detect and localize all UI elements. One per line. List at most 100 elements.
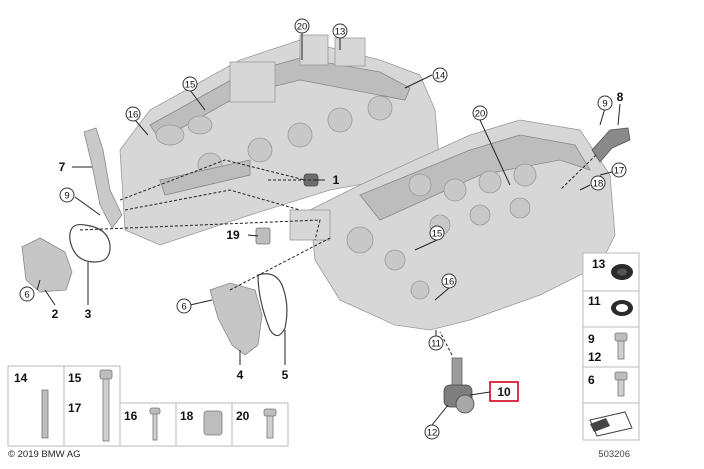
callout-2[interactable]: 2 — [52, 307, 59, 321]
legend-label: 11 — [588, 294, 601, 308]
legend-item-16[interactable]: 16 — [124, 407, 161, 441]
callout-15-right[interactable]: 15 — [429, 225, 445, 241]
callout-6-left[interactable]: 6 — [19, 286, 35, 302]
callout-label: 1 — [333, 173, 340, 187]
highlight-box — [489, 381, 519, 402]
actuator-part[interactable] — [443, 357, 475, 414]
callout-label: 4 — [237, 368, 244, 382]
o-ring-hole — [616, 304, 628, 312]
bolt-head-icon — [614, 371, 628, 381]
gasket-seal-2[interactable] — [257, 273, 288, 337]
bolt-shank-icon — [152, 413, 158, 441]
callout-label: 15 — [432, 229, 443, 240]
callout-9-left[interactable]: 9 — [59, 187, 75, 203]
callout-3[interactable]: 3 — [85, 307, 92, 321]
bolt-head-icon — [149, 407, 161, 415]
callout-19[interactable]: 19 — [226, 228, 240, 242]
callout-7[interactable]: 7 — [59, 160, 66, 174]
legend-item-6[interactable]: 6 — [588, 371, 628, 397]
callout-label: 13 — [335, 27, 346, 38]
legend-item-9-12[interactable]: 9 12 — [588, 332, 628, 364]
sleeve-part[interactable] — [255, 227, 271, 245]
gasket-seal[interactable] — [69, 223, 111, 263]
legend-label: 18 — [180, 409, 194, 423]
legend-item-14[interactable]: 14 — [14, 371, 49, 439]
bracket-part-2[interactable] — [591, 127, 631, 163]
callout-20-top[interactable]: 20 — [294, 18, 310, 34]
sleeve-icon — [203, 410, 223, 436]
callout-16-left[interactable]: 16 — [125, 106, 141, 122]
legend-item-13[interactable]: 13 — [592, 257, 633, 280]
callout-20-right[interactable]: 20 — [472, 105, 488, 121]
callout-11[interactable]: 11 — [428, 335, 444, 351]
callout-label: 20 — [297, 22, 308, 33]
callout-label: 15 — [185, 80, 196, 91]
callout-label: 12 — [427, 428, 438, 439]
callout-label: 6 — [181, 302, 186, 313]
callout-9-right[interactable]: 9 — [597, 95, 613, 111]
legend-label: 16 — [124, 409, 138, 423]
callout-label: 7 — [59, 160, 66, 174]
legend-label: 9 — [588, 332, 595, 346]
legend-label: 20 — [236, 409, 250, 423]
callout-label: 9 — [64, 191, 69, 202]
callout-label: 16 — [128, 110, 139, 121]
legend-label: 17 — [68, 401, 82, 415]
callout-label: 17 — [614, 166, 625, 177]
callout-12[interactable]: 12 — [424, 424, 440, 440]
callout-label: 5 — [282, 368, 289, 382]
callout-label: 16 — [444, 277, 455, 288]
callout-label: 14 — [435, 71, 446, 82]
callout-1[interactable]: 1 — [333, 173, 340, 187]
legend-item-15-17[interactable]: 15 17 — [68, 369, 113, 442]
callout-13-top[interactable]: 13 — [332, 23, 348, 39]
callout-16-right[interactable]: 16 — [441, 273, 457, 289]
callout-label: 9 — [602, 99, 607, 110]
bolt-head-icon — [99, 369, 113, 380]
callout-label: 8 — [617, 90, 624, 104]
callout-label: 11 — [431, 339, 441, 350]
legend-item-20[interactable]: 20 — [236, 408, 277, 439]
legend-label: 6 — [588, 373, 595, 387]
callout-8[interactable]: 8 — [617, 90, 624, 104]
legend-bottom: 14 15 17 16 18 20 — [7, 365, 289, 447]
callout-15-left[interactable]: 15 — [182, 76, 198, 92]
callout-6-center[interactable]: 6 — [176, 298, 192, 314]
bolt-head-icon — [263, 408, 277, 417]
stud-icon — [41, 389, 49, 439]
arrow-icon — [590, 418, 610, 432]
callout-18[interactable]: 18 — [590, 175, 606, 191]
legend-label: 12 — [588, 350, 602, 364]
legend-item-11[interactable]: 11 — [588, 294, 633, 316]
legend-label: 15 — [68, 371, 82, 385]
legend-right: 13 11 9 12 6 — [582, 252, 640, 441]
bolt-head-icon — [614, 332, 628, 342]
callout-17[interactable]: 17 — [611, 162, 627, 178]
legend-item-18[interactable]: 18 — [180, 409, 223, 436]
bolt-shank-icon — [266, 415, 274, 439]
bracket-part[interactable] — [83, 127, 123, 229]
navigation-arrow[interactable] — [589, 411, 633, 437]
callout-label: 2 — [52, 307, 59, 321]
legend-label: 13 — [592, 257, 606, 271]
leader-lines — [36, 32, 621, 426]
callout-label: 18 — [593, 179, 604, 190]
callout-label: 10 — [497, 385, 511, 399]
seal-ring-inner — [617, 268, 627, 276]
copyright-text: © 2019 BMW AG — [8, 449, 80, 460]
callout-label: 20 — [475, 109, 486, 120]
callout-10-highlight[interactable]: 10 — [489, 381, 519, 402]
cover-part-2[interactable] — [209, 282, 263, 356]
callout-label: 6 — [24, 290, 29, 301]
long-bolt-icon — [102, 378, 110, 442]
callout-label: 19 — [226, 228, 240, 242]
cover-part[interactable] — [21, 237, 73, 293]
bolt-shank-icon — [617, 379, 625, 397]
callout-14[interactable]: 14 — [432, 67, 448, 83]
callout-5[interactable]: 5 — [282, 368, 289, 382]
cylinder-head-right[interactable] — [289, 119, 616, 331]
diagram-id: 503206 — [598, 449, 630, 460]
callout-4[interactable]: 4 — [237, 368, 244, 382]
bolt-shank-icon — [617, 340, 625, 360]
